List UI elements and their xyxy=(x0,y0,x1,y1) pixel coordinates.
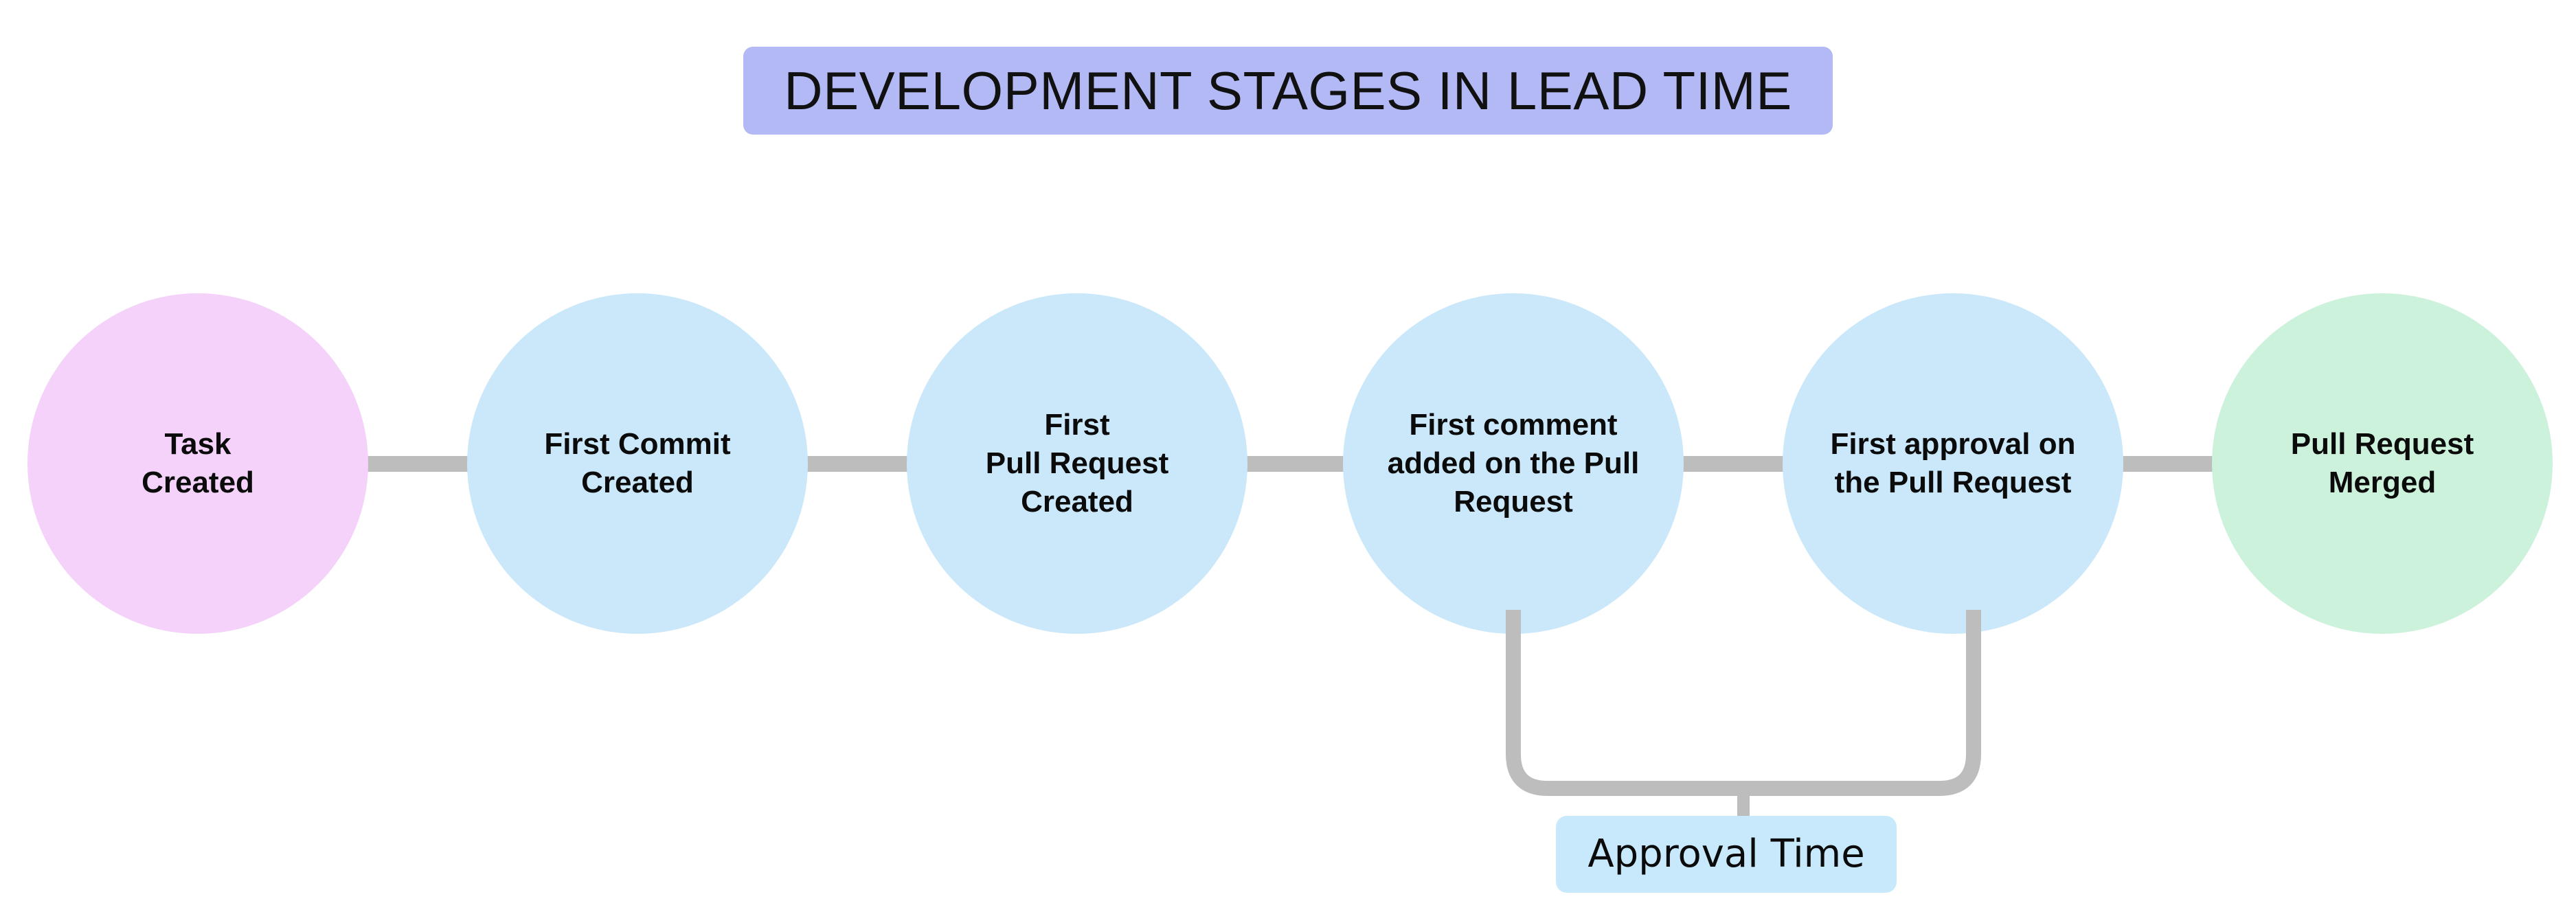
connector-pr-to-comment xyxy=(1236,456,1352,472)
connector-comment-to-approval xyxy=(1675,456,1792,472)
stage-node-first-commit-created[interactable]: First Commit Created xyxy=(467,293,808,634)
connector-task-to-commit xyxy=(357,456,475,472)
stage-label-pull-request-merged: Pull Request Merged xyxy=(2290,426,2474,499)
page-title: DEVELOPMENT STAGES IN LEAD TIME xyxy=(784,60,1792,121)
stage-node-pull-request-merged[interactable]: Pull Request Merged xyxy=(2212,293,2553,634)
connector-approval-to-merged xyxy=(2114,456,2228,472)
stage-node-task-created[interactable]: Task Created xyxy=(27,293,368,634)
diagram-title-banner: DEVELOPMENT STAGES IN LEAD TIME xyxy=(743,47,1833,135)
stage-label-first-pull-request-created: First Pull Request Created xyxy=(985,407,1169,519)
approval-time-label: Approval Time xyxy=(1588,832,1865,876)
stage-label-first-comment-on-pull-request: First comment added on the Pull Request xyxy=(1387,407,1640,519)
stage-node-first-pull-request-created[interactable]: First Pull Request Created xyxy=(907,293,1247,634)
approval-time-bracket xyxy=(1506,610,1981,825)
stage-node-first-comment-on-pull-request[interactable]: First comment added on the Pull Request xyxy=(1343,293,1684,634)
stage-label-first-approval-on-pull-request: First approval on the Pull Request xyxy=(1830,426,2076,499)
stage-label-first-commit-created: First Commit Created xyxy=(544,426,731,499)
connector-commit-to-pr xyxy=(797,456,915,472)
stage-label-task-created: Task Created xyxy=(142,426,254,499)
approval-time-badge[interactable]: Approval Time xyxy=(1556,816,1897,893)
stage-node-first-approval-on-pull-request[interactable]: First approval on the Pull Request xyxy=(1783,293,2123,634)
